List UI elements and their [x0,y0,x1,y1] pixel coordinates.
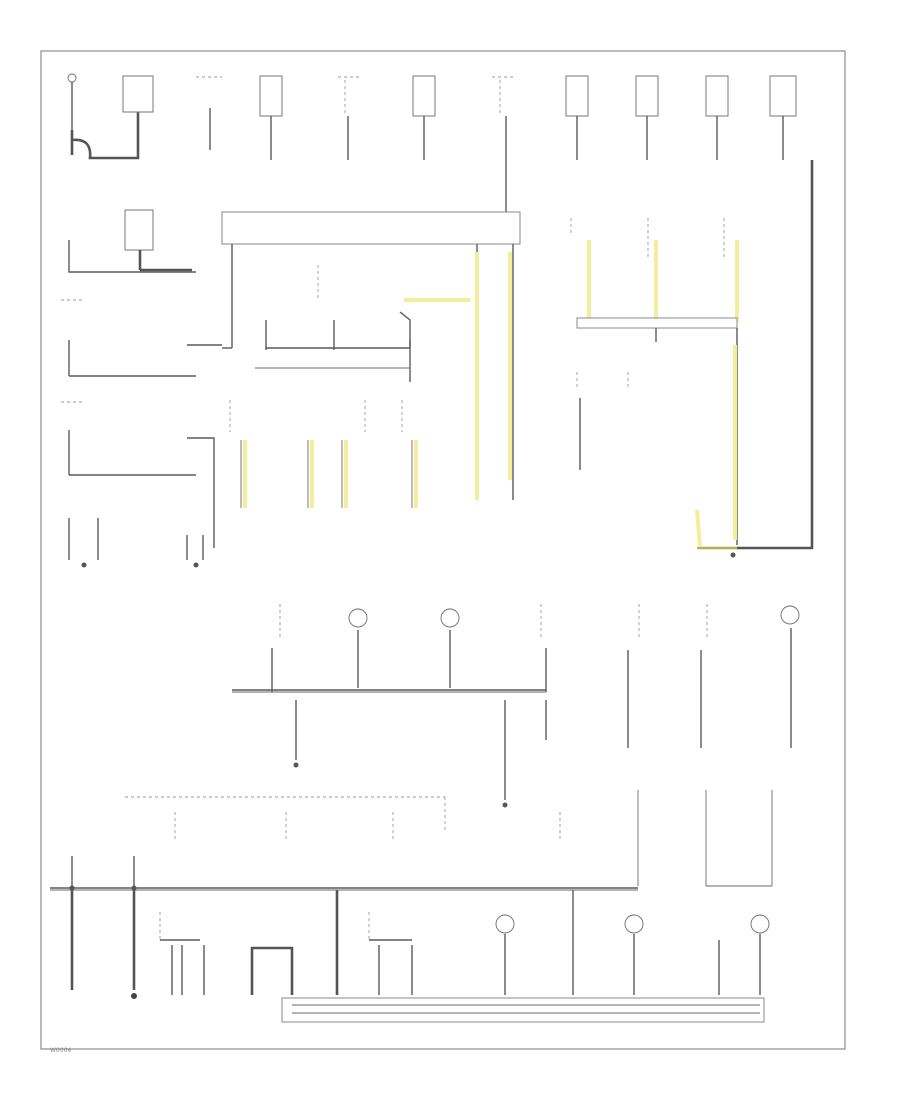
right-middle-components [570,160,814,558]
diagram-footer-code: W0004 [50,1047,71,1054]
lower-middle-components [232,604,800,808]
ground-point-mid-1 [293,762,299,768]
ground-point-left-2 [193,562,199,568]
junction-block [187,211,521,500]
lamp-icon-6 [750,914,770,934]
top-component-row [67,73,797,212]
battery-icon [67,73,77,83]
ground-point-mid-2 [502,802,508,808]
component-box-3 [412,75,436,117]
ground-point-right [730,552,736,558]
component-box-5 [635,75,659,117]
center-components [187,265,470,548]
ground-splice-bar-bottom [281,997,765,1023]
component-box-4 [565,75,589,117]
splice-bus-right [576,317,738,329]
component-box-2 [259,75,283,117]
component-box-6 [705,75,729,117]
lamp-icon-5 [624,914,644,934]
junction-block-body [221,211,521,245]
left-ground-points [68,518,204,568]
diagram-frame [40,50,846,1050]
ground-point-left-1 [81,562,87,568]
lamp-icon-1 [348,608,368,628]
component-box-8 [124,209,154,251]
bottom-section [50,790,773,1023]
lamp-icon-4 [495,914,515,934]
left-middle-components [61,209,196,476]
component-box-1 [122,75,154,113]
lamp-icon-2 [440,608,460,628]
lamp-icon-3 [780,605,800,625]
component-box-7 [769,75,797,117]
ground-point-bottom-left [131,993,137,999]
